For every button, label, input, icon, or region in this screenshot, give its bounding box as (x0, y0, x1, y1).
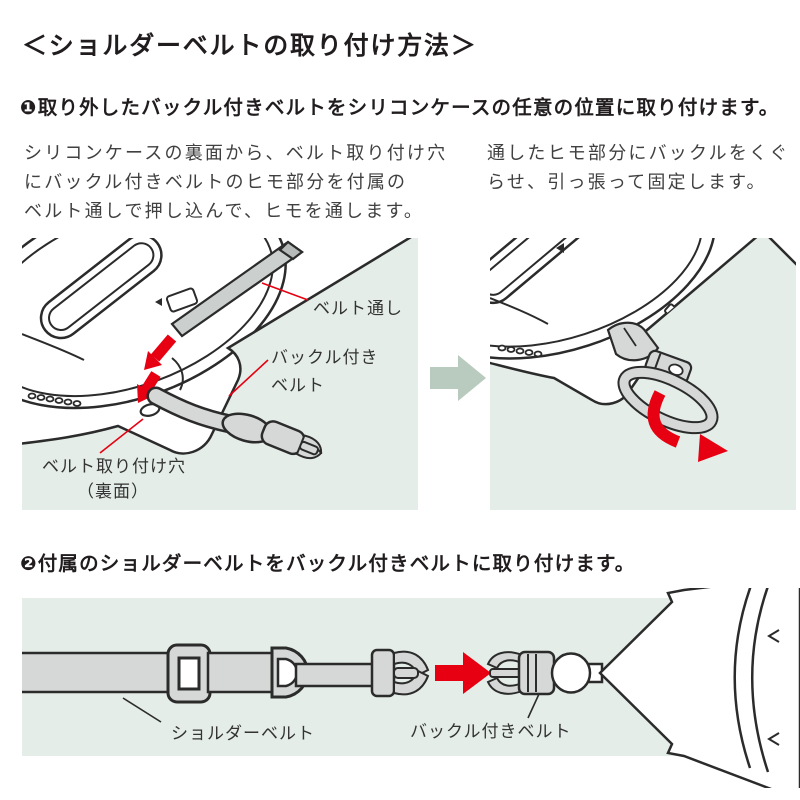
label-buckle-belt: バックル付きベルト (410, 722, 572, 742)
latch-arrow-mark (155, 298, 162, 306)
latch-arrow-mark (556, 243, 564, 253)
case-handle (490, 238, 589, 305)
red-leader-lines (99, 282, 309, 454)
figure-fixed-belt-panel (490, 238, 796, 510)
label-attach-hole-line1: ベルト取り付け穴 (42, 457, 186, 477)
silicone-case-fixed-illustration (490, 238, 796, 462)
fixed-buckle-belt (606, 321, 719, 435)
label-shoulder-belt: ショルダーベルト (171, 724, 315, 744)
step1-left-text: シリコンケースの裏面から、ベルト取り付け穴 にバックル付きベルトのヒモ部分を付属… (24, 143, 448, 222)
case-tab (664, 303, 686, 325)
step1-heading: ❶取り外したバックル付きベルトをシリコンケースの任意の位置に取り付けます。 (20, 96, 780, 119)
step2-heading: ❷付属のショルダーベルトをバックル付きベルトに取り付けます。 (20, 552, 636, 575)
belt-threader-tool (170, 240, 304, 338)
label-buckle-belt-line1: バックル付き (271, 348, 379, 368)
page-title: ＜ショルダーベルトの取り付け方法＞ (22, 31, 478, 60)
vent-holes (27, 392, 82, 407)
case-handle (39, 238, 163, 340)
label-buckle-belt-line2: ベルト (271, 376, 325, 396)
insert-direction-arrows (137, 334, 177, 403)
label-belt-threader: ベルト通し (313, 299, 403, 319)
label-attach-hole-line2: （裏面） (77, 482, 149, 502)
figure-shoulder-belt-panel (22, 598, 778, 756)
pull-direction-arrow (647, 390, 728, 462)
next-step-arrow (430, 355, 486, 401)
case-latch (165, 287, 199, 313)
step1-right-text: 通したヒモ部分にバックルをくぐ らせ、引っ張って固定します。 (487, 143, 790, 193)
vent-holes (497, 344, 543, 358)
belt-attachment-hole (139, 403, 161, 417)
